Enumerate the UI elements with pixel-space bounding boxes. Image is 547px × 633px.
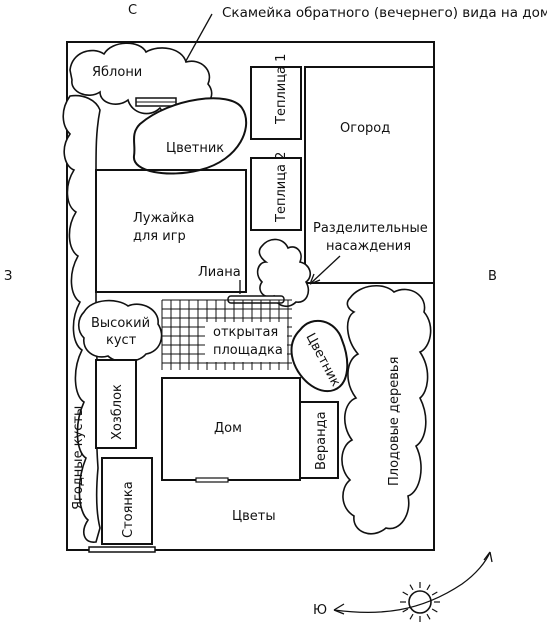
vegetable-garden [304,66,435,284]
veranda-label: Веранда [314,411,329,470]
greenhouse-1 [250,66,302,140]
compass-south: Ю [313,603,327,618]
parking-label: Стоянка [121,481,136,538]
lawn-label-2: для игр [133,229,186,244]
dividing-plantings-label-1: Разделительные [313,221,428,236]
sun-icon [400,582,440,622]
compass-north: С [128,3,137,18]
berry-bushes-label: Ягодные кусты [71,406,86,510]
veranda [299,401,339,479]
house-porch [195,477,229,483]
lawn [95,169,247,293]
bench-caption: Скамейка обратного (вечернего) вида на д… [222,5,547,21]
utility-shed-label: Хозблок [110,384,125,440]
greenhouse-1-label: Теплица 1 [274,54,289,125]
dividing-plantings-label-2: насаждения [326,239,411,254]
plot-boundary [66,41,435,551]
house-label: Дом [214,421,242,436]
sun-path-arrow-icon [333,551,491,614]
greenhouse-2 [250,157,302,231]
dividing-pointer-arrow-icon [309,255,341,285]
tall-bush-label-1: Высокий [91,316,150,331]
gate [88,546,156,553]
open-area-label-2: площадка [213,343,283,358]
vegetable-garden-label: Огород [340,121,390,136]
flowers-label: Цветы [232,509,276,524]
tall-bush [77,299,163,363]
open-area-label-1: открытая [213,325,278,340]
parking [101,457,153,545]
liana-label: Лиана [198,265,241,280]
house [161,377,301,481]
fruit-trees-label: Плодовые деревья [387,357,402,486]
apple-trees-label: Яблони [92,65,142,80]
greenhouse-2-label: Теплица 2 [274,152,289,223]
flowerbed-right [290,320,349,393]
utility-shed [95,359,137,449]
fruit-trees [341,285,432,535]
flowerbed-top [133,97,248,175]
lawn-label-1: Лужайка [133,211,194,226]
dividing-plantings [256,238,312,308]
compass-east: В [488,269,497,284]
compass-west: З [4,269,12,284]
tall-bush-label-2: куст [106,333,137,348]
flowerbed-top-label: Цветник [166,141,224,156]
